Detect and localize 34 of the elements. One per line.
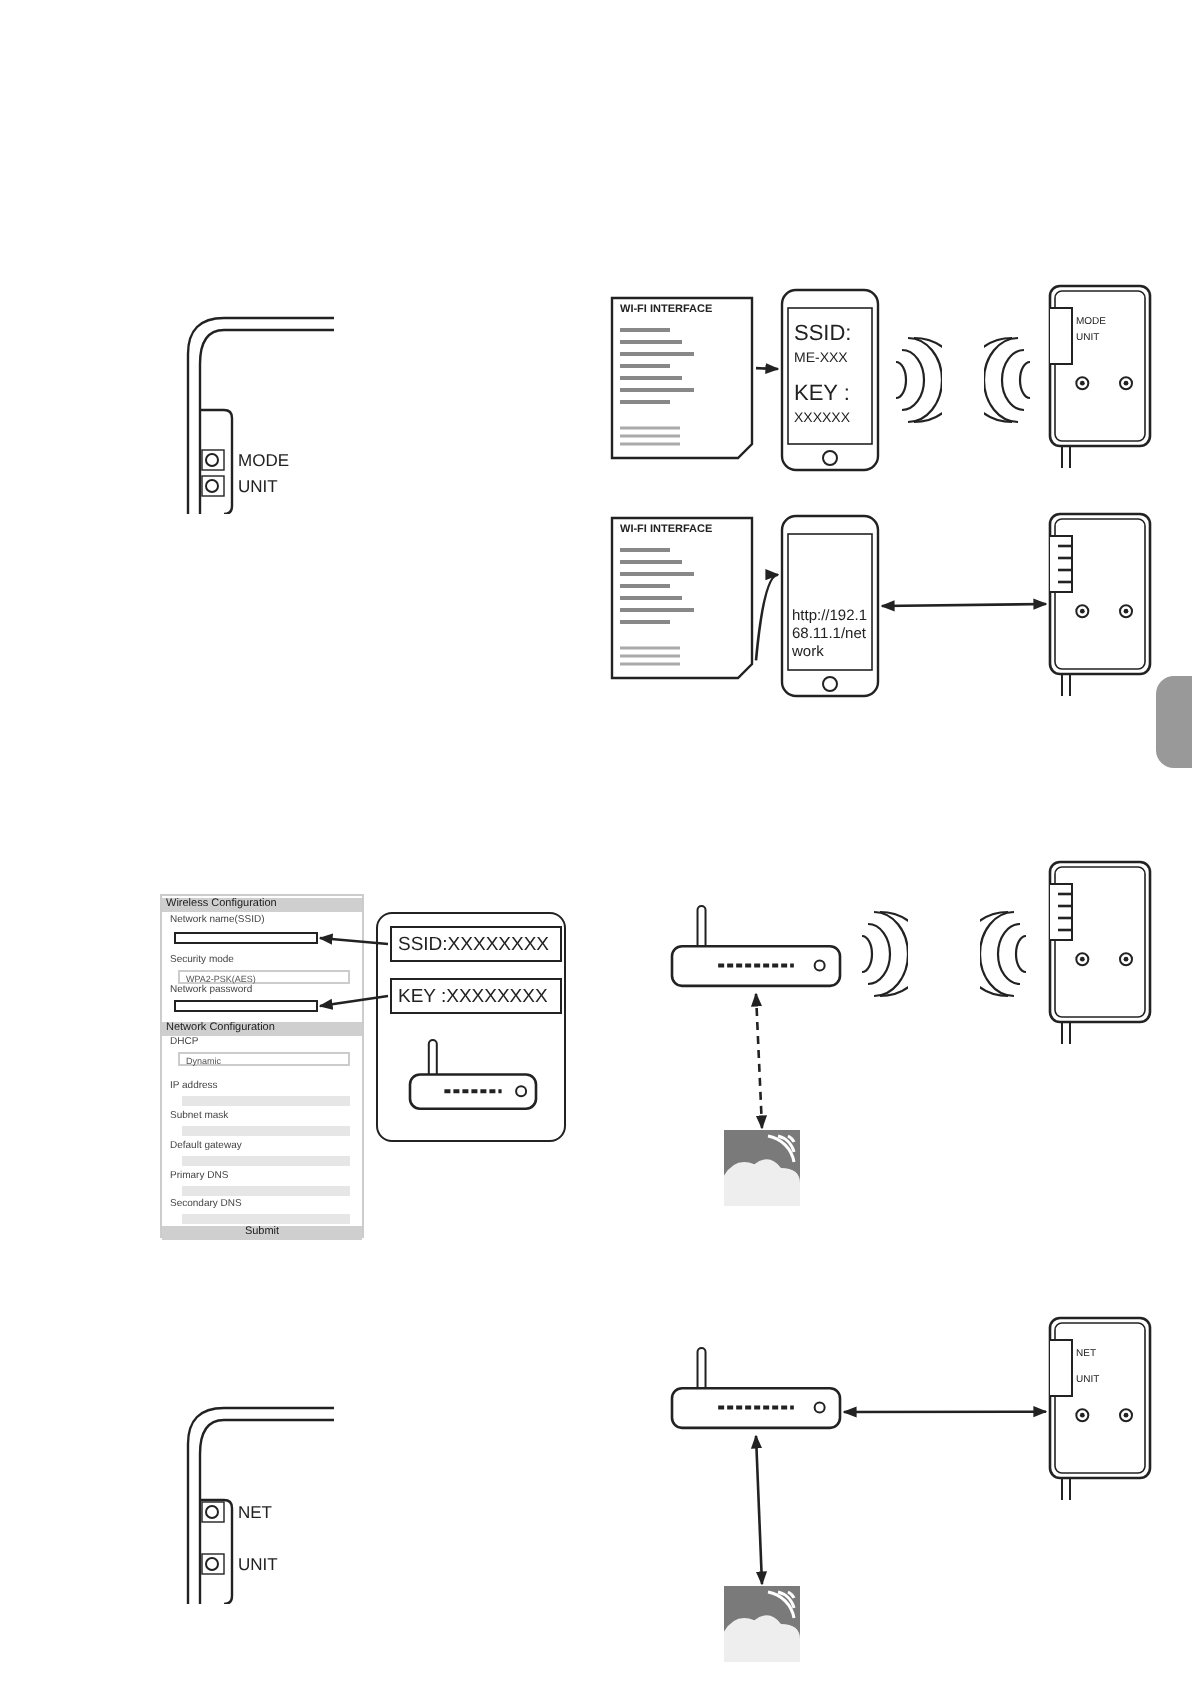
router-info-panel: [376, 912, 566, 1142]
router-icon: [670, 1346, 842, 1434]
indicator-label: NET: [238, 1504, 272, 1521]
interface-unit: [1048, 284, 1152, 468]
cloud-icon: [724, 1130, 800, 1206]
router-icon: [670, 904, 842, 992]
arrow: [318, 933, 389, 946]
settings-form: [160, 894, 364, 1238]
input-field: [174, 932, 318, 944]
interface-unit: [1048, 860, 1152, 1044]
text-box: [390, 978, 562, 1014]
indicator-label: UNIT: [238, 1556, 278, 1573]
arrow: [750, 992, 768, 1130]
credential-text: SSID:XXXXXXXX: [398, 936, 550, 955]
arrow: [750, 1434, 768, 1586]
smartphone: [780, 288, 880, 472]
interface-unit: [1048, 512, 1152, 696]
text-box: [390, 926, 562, 962]
input-field: [174, 1000, 318, 1012]
indicator-label: UNIT: [238, 478, 278, 495]
credential-text: KEY :XXXXXXXX: [398, 988, 548, 1007]
arrow: [318, 994, 389, 1010]
arrow: [880, 598, 1048, 612]
interface-unit: [1048, 1316, 1152, 1500]
screen-text: SSID:: [794, 324, 852, 346]
arrow: [842, 1406, 1048, 1418]
label-card: [610, 296, 754, 460]
label-card: [610, 516, 754, 680]
screen-text: KEY :: [794, 384, 850, 406]
indicator-label: MODE: [238, 452, 289, 469]
smartphone: [780, 514, 880, 698]
arrow: [754, 572, 780, 661]
arrow: [755, 362, 780, 375]
cloud-icon: [724, 1586, 800, 1662]
